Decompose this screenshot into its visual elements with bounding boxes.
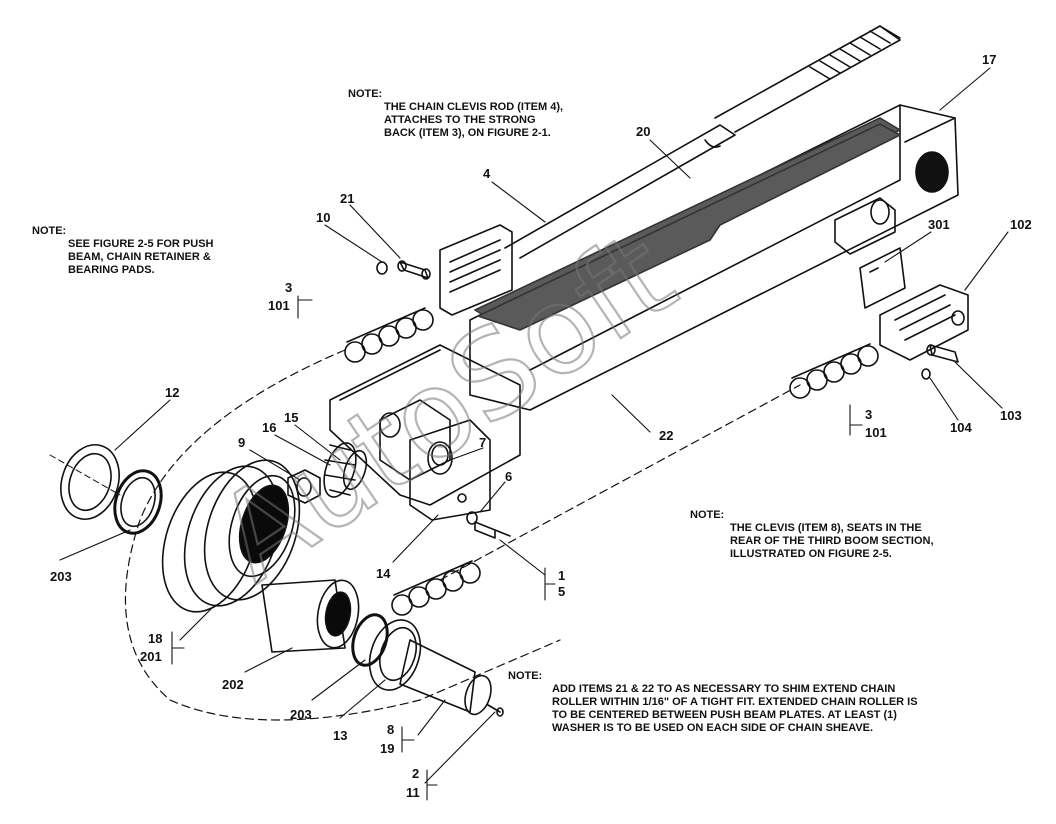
note-left: NOTE: SEE FIGURE 2-5 FOR PUSH BEAM, CHAI… (32, 225, 213, 277)
callout-5: 5 (558, 584, 565, 599)
callout-8: 8 (387, 722, 394, 737)
note-bottom-line: TO BE CENTERED BETWEEN PUSH BEAM PLATES.… (552, 709, 897, 721)
note-bottom-line: ADD ITEMS 21 & 22 TO AS NECESSARY TO SHI… (552, 683, 896, 695)
note-left-line: SEE FIGURE 2-5 FOR PUSH (68, 238, 214, 250)
callout-3-upper: 3 (285, 280, 292, 295)
threaded-rod-part (714, 25, 901, 133)
note-bottom: NOTE: ADD ITEMS 21 & 22 TO AS NECESSARY … (508, 670, 918, 735)
bushing-202-part (261, 579, 360, 653)
clevis-block-part (439, 224, 513, 316)
gear-16-part (323, 442, 357, 498)
note-left-heading: NOTE: (32, 225, 67, 237)
note-top-line: ATTACHES TO THE STRONG (384, 114, 536, 126)
callout-2: 2 (412, 766, 419, 781)
block-102-part (879, 284, 969, 361)
leader-lines (59, 67, 1009, 801)
watermark-text: AutoSoft (193, 206, 698, 609)
note-bottom-line: WASHER IS TO BE USED ON EACH SIDE OF CHA… (552, 722, 874, 734)
pin-103-part (926, 344, 959, 363)
callout-201: 201 (140, 649, 162, 664)
note-top-heading: NOTE: (348, 88, 383, 100)
clip-104-part (921, 368, 931, 380)
callout-19: 19 (380, 741, 394, 756)
callout-3-right: 3 (865, 407, 872, 422)
push-beam-plate-part (329, 344, 521, 506)
clevis-pin-8-part (399, 639, 504, 717)
callout-18: 18 (148, 631, 162, 646)
ring-203-left-part (113, 469, 163, 535)
chain-path-dashed (124, 349, 801, 721)
callout-15: 15 (284, 410, 298, 425)
note-left-line: BEARING PADS. (68, 264, 155, 276)
note-right-line: THE CLEVIS (ITEM 8), SEATS IN THE (730, 522, 922, 534)
clip-10-part (376, 261, 388, 275)
strong-back-beam-part (469, 104, 959, 411)
callout-4: 4 (483, 166, 491, 181)
callout-102: 102 (1010, 217, 1032, 232)
callout-22: 22 (659, 428, 673, 443)
callout-1: 1 (558, 568, 565, 583)
callout-101-upper: 101 (268, 298, 290, 313)
callout-10: 10 (316, 210, 330, 225)
ring-203-lower-part (351, 613, 389, 667)
bolt-1-part (466, 511, 511, 539)
callout-14: 14 (376, 566, 391, 581)
callout-11: 11 (406, 785, 420, 800)
washer-12-part (49, 444, 121, 520)
callout-301: 301 (928, 217, 950, 232)
chain-segment-lower (391, 560, 481, 616)
chain-segment-upper-left (344, 307, 434, 363)
bracket-14-part (409, 419, 491, 521)
note-bottom-heading: NOTE: (508, 670, 543, 682)
pin-21-part (397, 260, 431, 280)
note-right-heading: NOTE: (690, 509, 725, 521)
nut-9-part (287, 469, 321, 504)
callout-13: 13 (333, 728, 347, 743)
note-right: NOTE: THE CLEVIS (ITEM 8), SEATS IN THE … (690, 509, 934, 561)
note-right-line: REAR OF THE THIRD BOOM SECTION, (730, 535, 934, 547)
washer-13-part (368, 619, 422, 691)
callout-9: 9 (238, 435, 245, 450)
callout-numbers: 17 20 4 21 10 3 101 301 102 103 104 3 10… (50, 52, 1032, 800)
callout-12: 12 (165, 385, 179, 400)
note-right-line: ILLUSTRATED ON FIGURE 2-5. (730, 548, 892, 560)
callout-103: 103 (1000, 408, 1022, 423)
note-left-line: BEAM, CHAIN RETAINER & (68, 251, 211, 263)
chain-segment-right (789, 343, 879, 399)
note-top: NOTE: THE CHAIN CLEVIS ROD (ITEM 4), ATT… (348, 88, 563, 140)
callout-6: 6 (505, 469, 512, 484)
note-top-line: BACK (ITEM 3), ON FIGURE 2-1. (384, 127, 551, 139)
callout-17: 17 (982, 52, 996, 67)
washer-15-part (342, 449, 368, 491)
callout-16: 16 (262, 420, 276, 435)
callout-7: 7 (479, 435, 486, 450)
callout-203-lower: 203 (290, 707, 312, 722)
chain-clevis-rod-part (504, 124, 736, 259)
callout-104: 104 (950, 420, 972, 435)
mounting-plate-301-part (859, 247, 906, 309)
callout-202: 202 (222, 677, 244, 692)
note-top-line: THE CHAIN CLEVIS ROD (ITEM 4), (384, 101, 564, 113)
wear-pad-strip-lower (477, 123, 901, 331)
callout-203-left: 203 (50, 569, 72, 584)
callout-101-right: 101 (865, 425, 887, 440)
callout-20: 20 (636, 124, 650, 139)
chain-sheave-18-part (161, 459, 301, 613)
note-bottom-line: ROLLER WITHIN 1/16" OF A TIGHT FIT. EXTE… (552, 696, 918, 708)
callout-21: 21 (340, 191, 354, 206)
